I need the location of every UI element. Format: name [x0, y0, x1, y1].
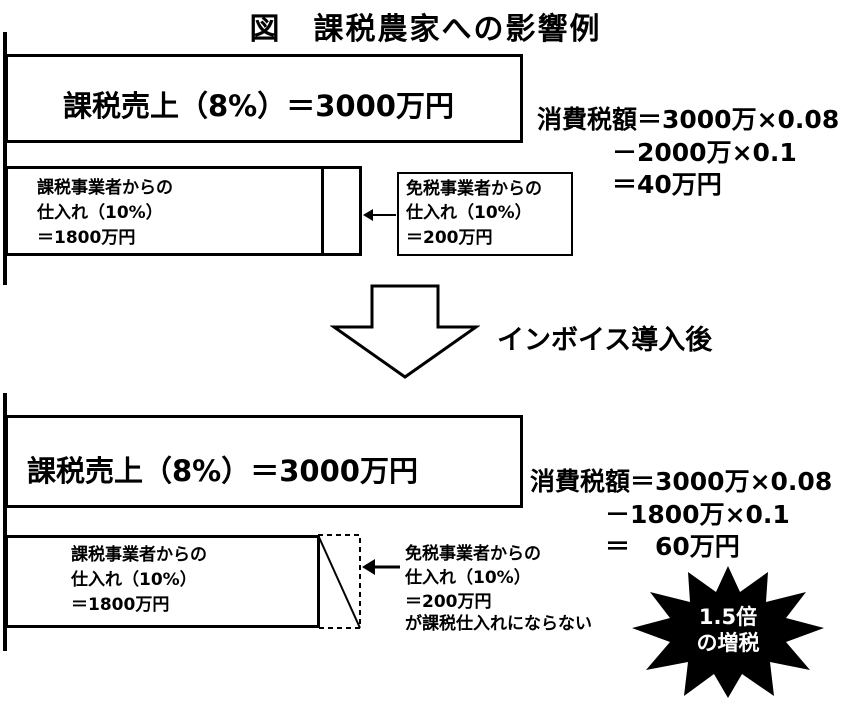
taxable-purchase-line3-before: ＝1800万円 — [37, 228, 136, 248]
arrow-left-icon — [363, 209, 396, 221]
transition-label: インボイス導入後 — [497, 325, 713, 356]
callout-line2: の増税 — [696, 631, 760, 655]
exempt-purchase-line2-before: 仕入れ（10%） — [406, 203, 532, 223]
exempt-purchase-line2-after: 仕入れ（10%） — [405, 568, 531, 588]
taxable-purchase-line1-before: 課税事業者からの — [37, 178, 173, 198]
taxable-purchase-line2-after: 仕入れ（10%） — [71, 570, 197, 590]
exempt-purchase-line1-before: 免税事業者からの — [406, 179, 542, 199]
exempt-purchase-line3-after: ＝200万円 — [405, 592, 492, 612]
tax-calc-line3-after: ＝ 60万円 — [530, 532, 740, 561]
taxable-purchase-box-before: 課税事業者からの 仕入れ（10%） ＝1800万円 — [5, 166, 362, 256]
arrow-left-icon — [362, 559, 400, 575]
exempt-purchase-line1-after: 免税事業者からの — [405, 544, 541, 564]
sales-label-before: 課税売上（8%）＝3000万円 — [63, 89, 454, 123]
tax-calc-line2-before: －2000万×0.1 — [537, 138, 797, 167]
down-arrow-icon — [330, 284, 480, 379]
tax-calc-line1-before: 消費税額＝3000万×0.08 — [537, 105, 840, 134]
exempt-purchase-line3-before: ＝200万円 — [406, 228, 493, 248]
taxable-purchase-line3-after: ＝1800万円 — [71, 595, 170, 615]
starburst-icon — [632, 566, 824, 698]
baseline-after — [3, 393, 7, 651]
sales-box-before: 課税売上（8%）＝3000万円 — [5, 54, 523, 143]
callout-line1: 1.5倍 — [698, 605, 758, 629]
tax-calc-line2-after: －1800万×0.1 — [530, 500, 790, 529]
excluded-segment-after — [317, 534, 361, 629]
tax-calc-line1-after: 消費税額＝3000万×0.08 — [530, 467, 833, 496]
diagram-title: 図 課税農家への影響例 — [249, 12, 602, 47]
baseline-before — [3, 32, 7, 285]
exempt-purchase-line4-after: が課税仕入れにならない — [405, 614, 592, 634]
exempt-purchase-box-before: 免税事業者からの 仕入れ（10%） ＝200万円 — [397, 172, 573, 256]
taxable-purchase-line2-before: 仕入れ（10%） — [37, 203, 163, 223]
sales-label-after: 課税売上（8%）＝3000万円 — [27, 454, 418, 488]
exempt-segment-before — [321, 169, 324, 253]
tax-calc-line3-before: ＝40万円 — [537, 170, 722, 199]
sales-box-after: 課税売上（8%）＝3000万円 — [5, 415, 523, 508]
taxable-purchase-box-after: 課税事業者からの 仕入れ（10%） ＝1800万円 — [5, 535, 320, 628]
taxable-purchase-line1-after: 課税事業者からの — [71, 545, 207, 565]
